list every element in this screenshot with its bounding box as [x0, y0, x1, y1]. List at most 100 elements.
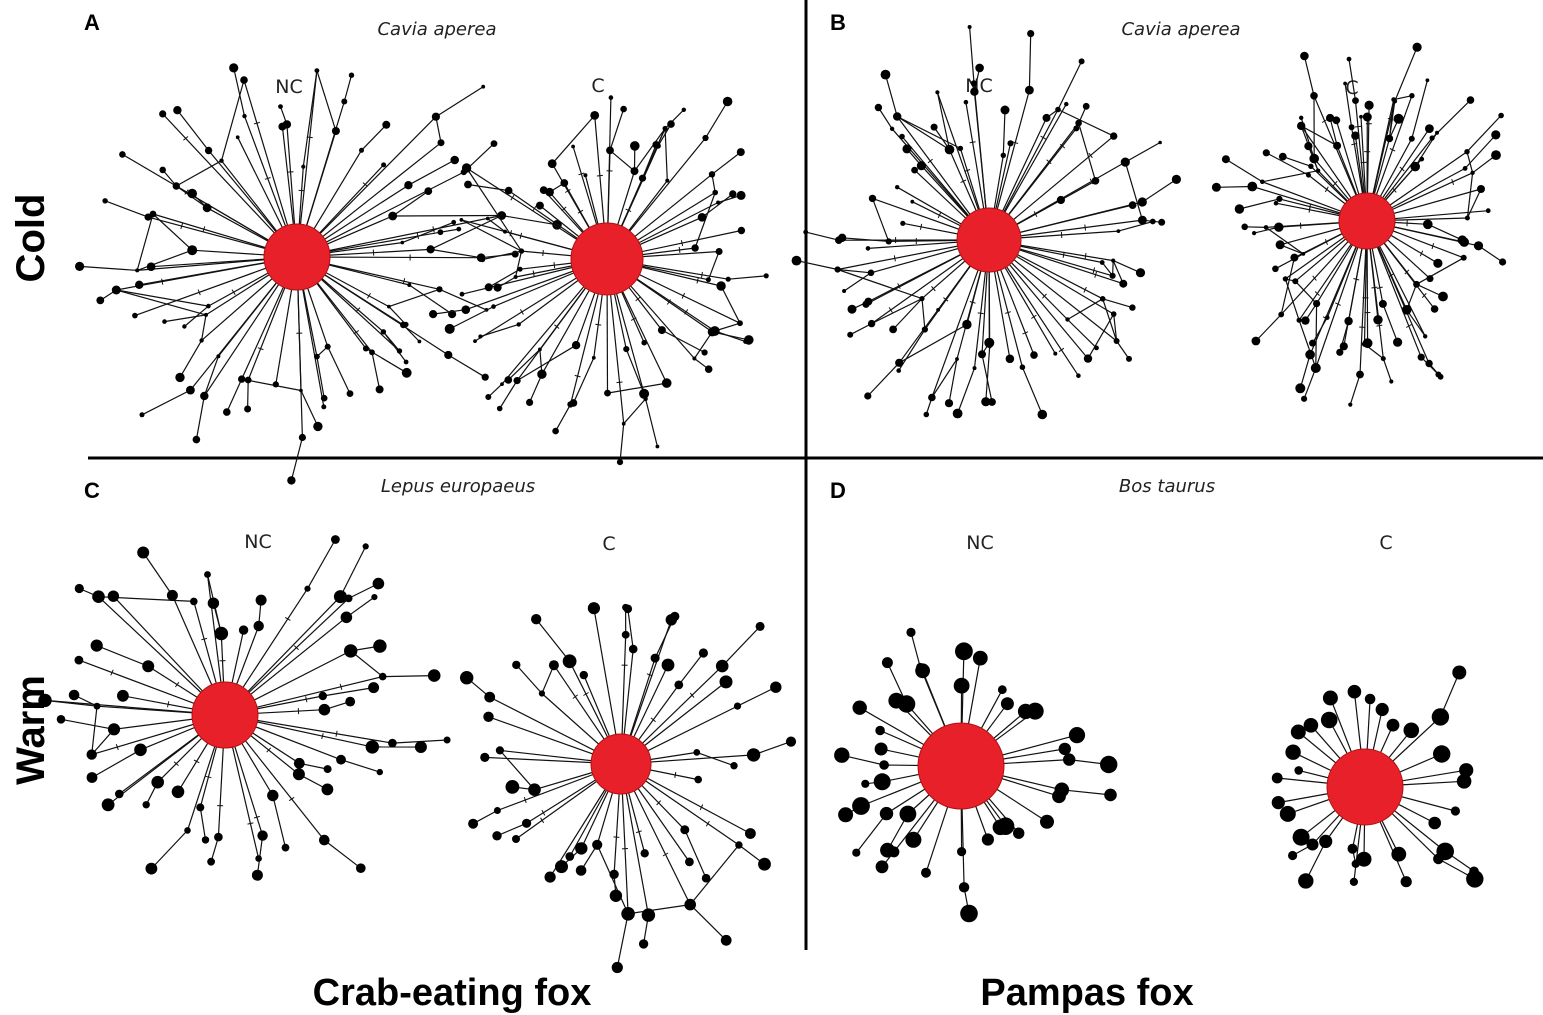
network-edge — [689, 904, 727, 941]
haplotype-node — [483, 711, 494, 722]
haplotype-node — [874, 742, 888, 756]
mutation-tick — [339, 683, 343, 690]
network-edge — [382, 331, 400, 352]
network-edge — [1102, 298, 1133, 309]
mutation-tick — [1405, 324, 1412, 328]
haplotype-node — [702, 134, 709, 142]
haplotype-node — [867, 269, 875, 277]
network-edge — [496, 822, 527, 837]
haplotype-node — [1272, 265, 1279, 273]
network-edge — [323, 839, 362, 869]
network-edge — [1466, 151, 1474, 173]
haplotype-node — [1282, 276, 1289, 282]
haplotype-node — [403, 359, 409, 365]
haplotype-node — [1347, 684, 1362, 699]
haplotype-node — [681, 107, 686, 113]
haplotype-node — [735, 841, 743, 849]
haplotype-node — [493, 283, 502, 292]
haplotype-node — [516, 322, 521, 327]
haplotype-node — [698, 648, 709, 658]
haplotype-node — [333, 590, 347, 604]
network-edge — [1406, 309, 1426, 337]
haplotype-node — [172, 182, 180, 190]
haplotype-node — [692, 356, 697, 361]
haplotype-node — [705, 277, 711, 283]
network-edge — [79, 265, 138, 271]
haplotype-node — [1135, 268, 1146, 278]
haplotype-node — [202, 203, 212, 213]
haplotype-node — [1364, 693, 1376, 705]
mutation-tick — [161, 278, 164, 285]
haplotype-node — [331, 127, 340, 135]
haplotype-node — [1336, 348, 1344, 356]
haplotype-node — [137, 546, 150, 559]
haplotype-node — [1464, 149, 1470, 155]
mutation-tick — [927, 158, 933, 164]
haplotype-node — [175, 372, 185, 383]
haplotype-node — [852, 797, 870, 815]
mutation-tick — [266, 747, 272, 753]
column-label-crab-eating-fox: Crab-eating fox — [313, 972, 592, 1014]
haplotype-node — [1393, 337, 1403, 347]
haplotype-node — [881, 657, 893, 669]
haplotype-node — [758, 857, 771, 871]
haplotype-node — [490, 140, 498, 148]
haplotype-node — [1499, 258, 1507, 266]
network-edge — [447, 354, 486, 378]
haplotype-node — [480, 752, 490, 763]
panel-c-network-nc — [38, 535, 451, 881]
network-edge — [693, 331, 713, 359]
network-edge — [435, 116, 442, 143]
haplotype-node — [1221, 155, 1230, 164]
network-edge — [619, 423, 625, 463]
haplotype-node — [1274, 222, 1284, 232]
haplotype-node — [538, 347, 542, 352]
haplotype-node — [1320, 711, 1338, 729]
haplotype-node — [1000, 697, 1014, 711]
haplotype-node — [278, 104, 283, 109]
haplotype-node — [708, 171, 716, 178]
haplotype-node — [897, 695, 916, 713]
network-edge — [892, 298, 923, 330]
haplotype-node — [436, 286, 443, 293]
haplotype-node — [207, 857, 216, 866]
haplotype-node — [1263, 225, 1269, 230]
network-edge — [402, 324, 420, 342]
haplotype-node — [1083, 354, 1093, 363]
haplotype-node — [1120, 157, 1130, 167]
haplotype-node — [875, 725, 885, 736]
network-edge — [1118, 220, 1153, 232]
haplotype-node — [755, 621, 765, 631]
network-edge — [449, 306, 494, 330]
haplotype-node — [206, 303, 211, 309]
mutation-tick — [684, 309, 689, 315]
mutation-tick — [1324, 239, 1328, 245]
network-edge — [948, 358, 958, 404]
haplotype-node — [459, 218, 464, 222]
mutation-tick — [1031, 314, 1037, 319]
haplotype-node — [1042, 113, 1051, 122]
mutation-tick — [264, 177, 271, 180]
haplotype-node — [159, 166, 166, 174]
mutation-tick — [115, 744, 119, 751]
haplotype-node — [661, 378, 672, 388]
panel-a-species: Cavia aperea — [377, 19, 496, 40]
network-edge — [1002, 109, 1006, 156]
haplotype-node — [1275, 240, 1285, 250]
haplotype-node — [1346, 56, 1352, 62]
network-edge — [728, 275, 767, 280]
haplotype-node — [880, 69, 891, 80]
haplotype-node — [655, 444, 660, 449]
haplotype-node — [935, 90, 940, 95]
mutation-tick — [650, 717, 656, 723]
haplotype-node — [1391, 846, 1407, 862]
haplotype-node — [879, 760, 889, 770]
mutation-tick — [920, 223, 923, 230]
haplotype-node — [1025, 85, 1034, 95]
haplotype-node — [491, 304, 496, 309]
mutation-tick — [231, 289, 236, 295]
haplotype-node — [74, 583, 84, 594]
haplotype-node — [875, 860, 889, 874]
panel-b-group-c: C — [1345, 77, 1358, 99]
